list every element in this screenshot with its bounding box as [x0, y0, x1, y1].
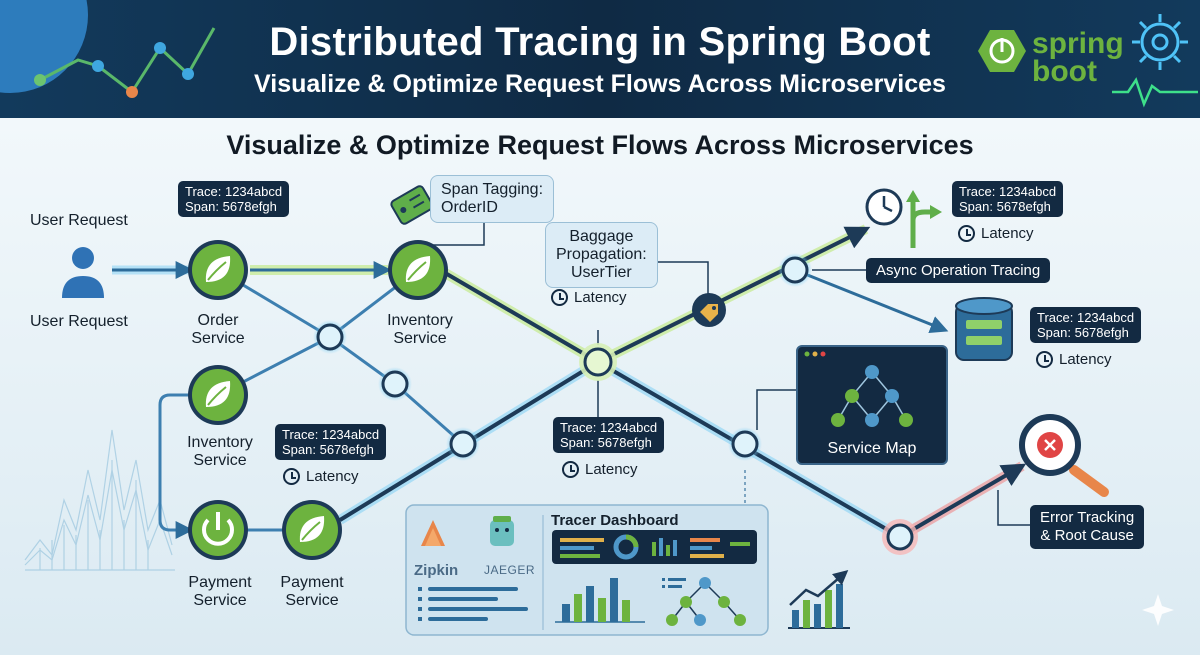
clock-icon [1036, 351, 1053, 368]
tracer-dashboard-title: Tracer Dashboard [551, 512, 679, 529]
trace-node-4 [728, 427, 762, 461]
trace-node-2 [378, 367, 412, 401]
baggage-propagation-callout: Baggage Propagation: UserTier [545, 222, 658, 288]
spring-logo-text: spring boot [1032, 27, 1124, 88]
trace-node-error [882, 519, 918, 555]
latency-baggage: Latency [551, 289, 627, 306]
database-icon [955, 297, 1013, 361]
trace-node-3 [446, 427, 480, 461]
growth-chart-icon [788, 570, 850, 629]
jaeger-label: JAEGER [484, 563, 536, 577]
error-tracking-badge: Error Tracking& Root Cause [1030, 505, 1145, 549]
async-operation-badge: Async Operation Tracing [866, 258, 1051, 283]
payment-service-power-icon [188, 500, 248, 560]
tag-icon [692, 293, 726, 327]
clock-icon [562, 461, 579, 478]
price-tag-icon [390, 185, 434, 225]
branch-arrow-icon [910, 200, 932, 248]
user-request-label-bottom: User Request [30, 313, 128, 330]
header-title: Distributed Tracing in Spring Boot [269, 20, 931, 64]
inventory-service-left-icon [188, 365, 248, 425]
user-icon [62, 247, 104, 298]
latency-database: Latency [1036, 351, 1112, 368]
header-subtitle: Visualize & Optimize Request Flows Acros… [254, 70, 946, 98]
inventory-service-top-icon [388, 240, 448, 300]
clock-icon [551, 289, 568, 306]
gear-icon [1132, 14, 1188, 70]
payment-service-right-icon [282, 500, 342, 560]
service-map-label: Service Map [827, 440, 917, 457]
service-map-panel [796, 345, 948, 465]
latency-hub: Latency [562, 461, 638, 478]
error-magnifier-icon [1019, 414, 1109, 497]
latency-payment: Latency [283, 468, 359, 485]
trace-node-async [778, 253, 812, 287]
sparkle-icon [1142, 594, 1174, 626]
tracer-dashboard-panel [405, 504, 769, 636]
clock-icon [283, 468, 300, 485]
trace-node-1 [313, 320, 347, 354]
clock-icon [958, 225, 975, 242]
span-tagging-callout: Span Tagging:OrderID [430, 175, 555, 223]
user-request-label-top: User Request [30, 212, 128, 229]
trace-node-hub [579, 343, 617, 381]
clock-icon [865, 188, 903, 226]
zipkin-label: Zipkin [414, 562, 459, 579]
latency-async: Latency [958, 225, 1034, 242]
main-title: Visualize & Optimize Request Flows Acros… [226, 130, 974, 160]
order-service-icon [188, 240, 248, 300]
